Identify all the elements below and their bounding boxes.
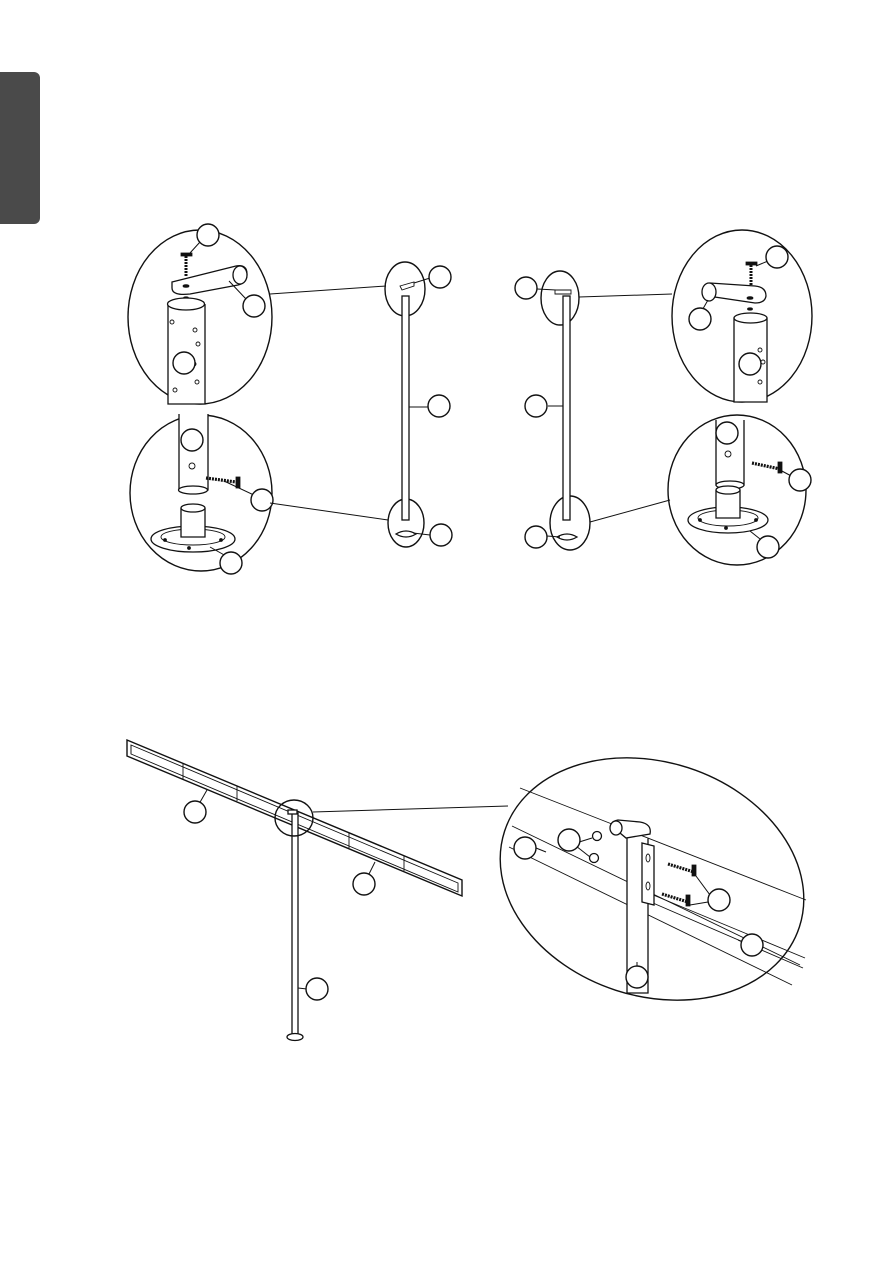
callout-marker (558, 829, 580, 851)
callout-marker (626, 966, 648, 988)
callout-marker (708, 889, 730, 911)
callout-marker (429, 266, 451, 288)
callout-marker (525, 526, 547, 548)
callout-marker (306, 978, 328, 1000)
callout-marker (789, 469, 811, 491)
callout-marker (741, 934, 763, 956)
detail-bubble-post-base-right (668, 415, 811, 565)
callout-marker (243, 295, 265, 317)
callout-marker (197, 224, 219, 246)
callout-marker (739, 353, 761, 375)
callout-marker (514, 837, 536, 859)
detail-bubble-rail-joint (468, 720, 835, 1038)
callout-marker (430, 524, 452, 546)
figure-1-left-post-assembly (128, 224, 452, 574)
callout-marker (689, 308, 711, 330)
rail-overview (127, 740, 508, 1041)
callout-marker (515, 277, 537, 299)
callout-marker (428, 395, 450, 417)
post-overview-left (270, 262, 452, 547)
detail-bubble-post-top-left (128, 224, 272, 404)
callout-marker (184, 801, 206, 823)
callout-marker (220, 552, 242, 574)
callout-marker (181, 429, 203, 451)
detail-bubble-post-base-left (130, 414, 273, 574)
callout-marker (353, 873, 375, 895)
detail-bubble-post-top-right (672, 230, 812, 402)
callout-marker (251, 489, 273, 511)
callout-marker (766, 246, 788, 268)
figure-2-rail-attachment (127, 720, 836, 1041)
callout-marker (173, 352, 195, 374)
post-overview-right (515, 271, 672, 550)
callout-marker (716, 422, 738, 444)
figure-1-right-post-assembly (515, 230, 812, 565)
callout-marker (757, 536, 779, 558)
callout-marker (525, 395, 547, 417)
